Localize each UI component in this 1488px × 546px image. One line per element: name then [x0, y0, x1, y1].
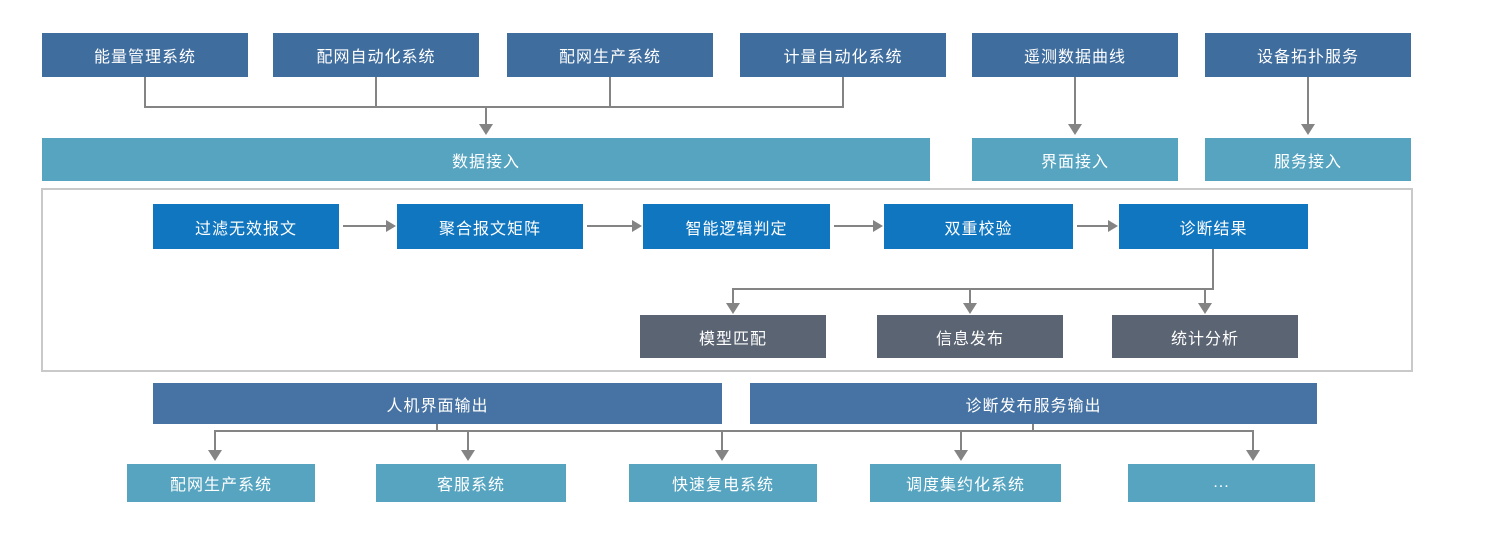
arrowhead-down — [1246, 450, 1260, 461]
node-label: 智能逻辑判定 — [685, 220, 788, 238]
node-label: 聚合报文矩阵 — [438, 220, 541, 238]
arrowhead-down — [963, 303, 977, 314]
node-consumer-distribution-production: 配网生产系统 — [127, 464, 315, 502]
arrowhead-right — [873, 220, 883, 232]
node-diagnosis-publish-service-output: 诊断发布服务输出 — [750, 383, 1317, 424]
node-ui-access: 界面接入 — [972, 138, 1178, 181]
connector-line — [1307, 77, 1309, 124]
connector-line — [1252, 430, 1254, 450]
arrowhead-down — [1198, 303, 1212, 314]
connector-line — [732, 288, 734, 304]
connector-line — [343, 225, 387, 227]
node-label: 统计分析 — [1170, 330, 1239, 348]
node-intelligent-logic-judgment: 智能逻辑判定 — [643, 204, 830, 249]
connector-line — [969, 288, 971, 304]
node-double-verification: 双重校验 — [884, 204, 1073, 249]
connector-line — [834, 225, 874, 227]
node-diagnosis-result: 诊断结果 — [1119, 204, 1308, 249]
arrowhead-down — [1068, 124, 1082, 135]
connector-line — [1032, 424, 1034, 432]
node-label: 诊断发布服务输出 — [965, 397, 1102, 415]
node-device-topology-service: 设备拓扑服务 — [1205, 33, 1411, 77]
node-label: 模型匹配 — [698, 330, 767, 348]
arrowhead-right — [386, 220, 396, 232]
connector-line — [1204, 288, 1206, 304]
node-statistical-analysis: 统计分析 — [1112, 315, 1298, 358]
connector-line — [1077, 225, 1109, 227]
arrowhead-down — [954, 450, 968, 461]
node-telemetry-data-curve: 遥测数据曲线 — [972, 33, 1178, 77]
connector-line — [609, 77, 611, 108]
node-label: 数据接入 — [451, 153, 520, 171]
arrowhead-right — [632, 220, 642, 232]
node-label: 界面接入 — [1040, 153, 1109, 171]
arrowhead-down — [461, 450, 475, 461]
connector-line — [375, 77, 377, 108]
node-label: 遥测数据曲线 — [1023, 49, 1126, 66]
connector-line — [144, 106, 844, 108]
node-label: 服务接入 — [1273, 153, 1342, 171]
connector-line — [960, 430, 962, 450]
node-label: 双重校验 — [944, 220, 1013, 238]
connector-line — [587, 225, 633, 227]
node-consumer-customer-service: 客服系统 — [376, 464, 566, 502]
node-label: 配网生产系统 — [169, 477, 272, 494]
node-data-access: 数据接入 — [42, 138, 930, 181]
node-filter-invalid-messages: 过滤无效报文 — [153, 204, 339, 249]
node-label: 过滤无效报文 — [194, 220, 297, 238]
arrowhead-down — [715, 450, 729, 461]
connector-line — [485, 106, 487, 124]
node-label: 客服系统 — [436, 477, 505, 494]
node-distribution-automation-system: 配网自动化系统 — [273, 33, 479, 77]
node-label: 人机界面输出 — [386, 397, 489, 415]
arrowhead-right — [1108, 220, 1118, 232]
connector-line — [1212, 249, 1214, 290]
node-label: 计量自动化系统 — [783, 49, 903, 66]
node-energy-management-system: 能量管理系统 — [42, 33, 248, 77]
connector-line — [144, 77, 146, 108]
node-label: 能量管理系统 — [93, 49, 196, 66]
node-model-matching: 模型匹配 — [640, 315, 826, 358]
node-service-access: 服务接入 — [1205, 138, 1411, 181]
node-label: 调度集约化系统 — [905, 477, 1025, 494]
arrowhead-down — [726, 303, 740, 314]
node-distribution-production-system: 配网生产系统 — [507, 33, 713, 77]
connector-line — [732, 288, 1214, 290]
node-info-publishing: 信息发布 — [877, 315, 1063, 358]
node-hmi-output: 人机界面输出 — [153, 383, 722, 424]
connector-line — [214, 430, 1254, 432]
node-aggregate-message-matrix: 聚合报文矩阵 — [397, 204, 583, 249]
node-label: 诊断结果 — [1179, 220, 1248, 238]
connector-line — [467, 430, 469, 450]
node-consumer-dispatch-centralization: 调度集约化系统 — [870, 464, 1061, 502]
arrowhead-down — [208, 450, 222, 461]
connector-line — [842, 77, 844, 108]
node-consumer-rapid-restoration: 快速复电系统 — [629, 464, 817, 502]
node-label: 配网自动化系统 — [316, 49, 436, 66]
connector-line — [214, 430, 216, 450]
node-label: 配网生产系统 — [558, 49, 661, 66]
node-label: 快速复电系统 — [671, 477, 774, 494]
node-label: ... — [1213, 474, 1230, 491]
arrowhead-down — [479, 124, 493, 135]
connector-line — [436, 424, 438, 432]
node-metering-automation-system: 计量自动化系统 — [740, 33, 946, 77]
arrowhead-down — [1301, 124, 1315, 135]
node-label: 设备拓扑服务 — [1256, 49, 1359, 66]
connector-line — [1074, 77, 1076, 124]
node-label: 信息发布 — [935, 330, 1004, 348]
connector-line — [721, 430, 723, 450]
node-consumer-more: ... — [1128, 464, 1315, 502]
